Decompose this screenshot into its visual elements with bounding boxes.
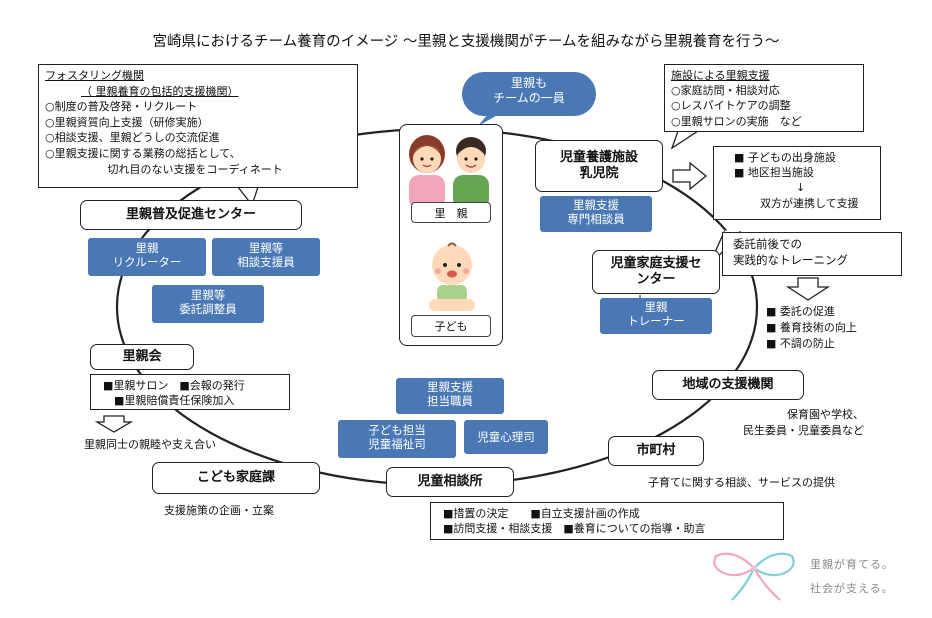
training-results: ■ 委託の促進 ■ 養育技術の向上 ■ 不調の防止 — [766, 304, 857, 352]
foster-society-result: 里親同士の親睦や支え合い — [84, 438, 216, 451]
node-family-division: こども家庭課 — [152, 462, 320, 494]
list-item: ○里親支援に関する業務の総括として、 — [45, 147, 241, 161]
municipality-note: 子育てに関する相談、サービスの提供 — [648, 476, 835, 489]
down-arrow-icon — [785, 277, 831, 301]
facility-note-pointer — [670, 130, 701, 150]
foster-parents-label: 里 親 — [411, 202, 491, 223]
list-item: ○制度の普及啓発・リクルート — [45, 100, 198, 114]
foster-parents-icon — [409, 135, 489, 209]
list-item: ○里親資質向上支援（研修実施） — [45, 115, 209, 129]
down-arrow-icon — [94, 415, 134, 433]
ribbon-logo-icon — [713, 552, 795, 601]
foster-family-panel: 里 親 子ども — [399, 124, 503, 346]
team-member-bubble: 里親も チームの一員 — [462, 72, 596, 116]
list-item: ■ 委託の促進 — [766, 305, 835, 318]
right-arrow-icon — [672, 161, 708, 191]
list-item: ■ 養育技術の向上 — [766, 320, 857, 334]
role-recruiter: 里親 リクルーター — [88, 238, 206, 276]
role-consultant: 里親等 相談支援員 — [212, 238, 320, 276]
list-item: ■措置の決定 ■自立支援計画の作成 — [443, 507, 640, 520]
fostering-agency-heading: フォスタリング機関 — [45, 69, 144, 82]
node-foster-society: 里親会 — [90, 344, 194, 370]
training-note: 委託前後での 実践的なトレーニング — [722, 232, 902, 276]
role-support-staff: 里親支援 担当職員 — [396, 378, 504, 414]
list-item: ■ 子どもの出身施設 — [734, 151, 836, 164]
guidance-center-note: ■措置の決定 ■自立支援計画の作成 ■訪問支援・相談支援 ■養育についての指導・… — [430, 502, 784, 540]
list-item: 双方が連携して支援 — [760, 196, 859, 210]
node-institution: 児童養護施設 乳児院 — [535, 140, 663, 192]
role-child-welfare-officer: 子ども担当 児童福祉司 — [338, 420, 456, 458]
list-item: ○里親サロンの実施 など — [671, 114, 802, 128]
list-item: ■ 不調の防止 — [766, 336, 835, 350]
role-coordinator: 里親等 委託調整員 — [152, 285, 264, 323]
list-item: ○レスパイトケアの調整 — [671, 99, 791, 113]
node-promotion-center: 里親普及促進センター — [80, 200, 302, 230]
fostering-agency-subheading: （ 里親養育の包括的支援機関） — [81, 84, 239, 98]
node-local-support: 地域の支援機関 — [652, 370, 804, 400]
list-item: ■訪問支援・相談支援 ■養育についての指導・助言 — [443, 522, 706, 536]
brand-line-1: 里親が育てる。 — [810, 558, 894, 571]
role-institution-consultant: 里親支援 専門相談員 — [540, 196, 652, 232]
page-title: 宮崎県におけるチーム養育のイメージ ～里親と支援機関がチームを組みながら里親養育… — [152, 34, 780, 50]
family-division-note: 支援施策の企画・立案 — [164, 504, 274, 517]
local-support-note: 保育園や学校、 民生委員・児童委員など — [743, 408, 864, 437]
child-icon — [429, 242, 475, 311]
node-family-support-center: 児童家庭支援セ ンター — [592, 250, 720, 294]
facility-side-note: ■ 子どもの出身施設 ■ 地区担当施設 ↓ 双方が連携して支援 — [713, 146, 881, 220]
role-psychologist: 児童心理司 — [464, 420, 548, 454]
node-guidance-center: 児童相談所 — [386, 467, 514, 497]
node-municipality: 市町村 — [608, 436, 704, 466]
list-item: ■里親賠償責任保険加入 — [103, 394, 235, 408]
list-item: ■ 地区担当施設 — [734, 166, 814, 180]
list-item: 切れ目のない支援をコーディネート — [93, 162, 283, 176]
facility-support-heading: 施設による里親支援 — [671, 69, 770, 82]
foster-society-note: ■里親サロン ■会報の発行 ■里親賠償責任保険加入 — [90, 374, 290, 410]
facility-support-note: 施設による里親支援 ○家庭訪問・相談対応 ○レスパイトケアの調整 ○里親サロンの… — [664, 64, 864, 132]
role-trainer: 里親 トレーナー — [600, 298, 712, 334]
list-item: ■里親サロン ■会報の発行 — [103, 379, 245, 392]
brand-line-2: 社会が支える。 — [810, 582, 894, 595]
list-item: ○家庭訪問・相談対応 — [671, 84, 780, 98]
fostering-agency-note: フォスタリング機関 （ 里親養育の包括的支援機関） ○制度の普及啓発・リクルート… — [38, 64, 358, 188]
list-item: ↓ — [796, 181, 806, 195]
list-item: ○相談支援、里親どうしの交流促進 — [45, 131, 220, 145]
child-label: 子ども — [411, 315, 491, 337]
